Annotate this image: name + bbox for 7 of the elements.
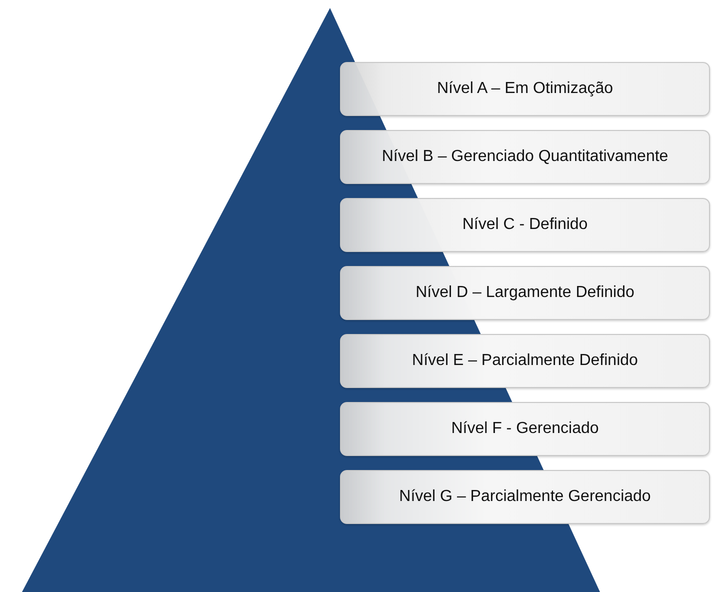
level-box: Nível D – Largamente Definido (340, 266, 710, 320)
level-box: Nível E – Parcialmente Definido (340, 334, 710, 388)
level-box: Nível B – Gerenciado Quantitativamente (340, 130, 710, 184)
level-box: Nível C - Definido (340, 198, 710, 252)
level-box: Nível F - Gerenciado (340, 402, 710, 456)
level-box: Nível A – Em Otimização (340, 62, 710, 116)
level-box: Nível G – Parcialmente Gerenciado (340, 470, 710, 524)
